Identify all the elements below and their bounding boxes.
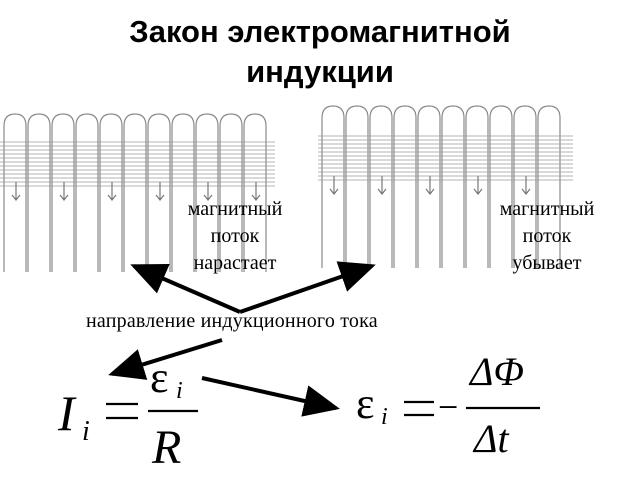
- pointer-arrows: [108, 261, 376, 417]
- equals-sign: [404, 400, 434, 417]
- emf-formula-lhs: ε: [356, 379, 374, 428]
- emf-formula-minus: −: [438, 387, 458, 427]
- emf-formula-numerator: ΔΦ: [468, 349, 524, 394]
- left-coil-arrows: [11, 182, 261, 201]
- current-formula-numerator-subscript: i: [176, 378, 183, 404]
- equals-sign: [106, 402, 138, 420]
- left-coil-image: [0, 112, 275, 272]
- left-coil-core: [0, 141, 275, 187]
- label-flux-decreasing: магнитный поток убывает: [472, 196, 622, 277]
- right-coil-image: [318, 104, 573, 270]
- arrow-to-emf-formula: [201, 376, 340, 417]
- emf-formula-lhs-subscript: i: [381, 404, 388, 430]
- title-line-1: Закон электромагнитной: [129, 14, 511, 49]
- induced-current-direction-caption: направление индукционного тока: [86, 310, 378, 332]
- label-flux-decreasing-line-2: поток: [522, 225, 572, 247]
- label-flux-decreasing-line-1: магнитный: [499, 198, 595, 220]
- emf-formula: ε i − ΔΦ Δt: [356, 349, 540, 461]
- right-coil-arrows: [329, 176, 531, 195]
- current-formula-lhs: I: [57, 385, 77, 441]
- label-flux-increasing-line-2: поток: [210, 225, 260, 247]
- label-flux-increasing-line-1: магнитный: [187, 198, 283, 220]
- arrow-to-right-coil: [239, 261, 376, 314]
- current-formula-denominator: R: [151, 421, 181, 474]
- current-formula-lhs-subscript: i: [82, 416, 90, 447]
- right-coil-core: [318, 135, 573, 181]
- current-formula: I i ε i R: [57, 353, 198, 474]
- arrow-to-left-coil: [130, 264, 241, 314]
- title-line-2: индукции: [246, 54, 394, 89]
- left-coil-loops: [3, 113, 267, 272]
- label-flux-increasing: магнитный поток нарастает: [160, 196, 310, 277]
- label-flux-decreasing-line-3: убывает: [512, 252, 582, 274]
- arrow-to-current-formula: [108, 338, 223, 380]
- right-coil-loops: [321, 105, 561, 268]
- label-flux-increasing-line-3: нарастает: [193, 252, 277, 274]
- emf-formula-denominator: Δt: [472, 416, 509, 461]
- slide-title: Закон электромагнитной индукции: [0, 12, 640, 92]
- current-formula-numerator: ε: [150, 353, 168, 402]
